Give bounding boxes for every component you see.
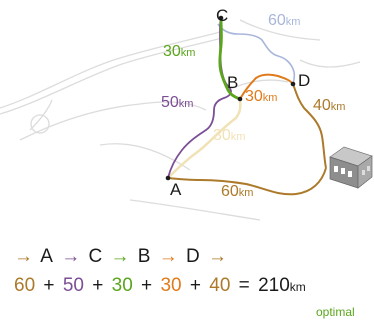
node-d-dot bbox=[290, 81, 296, 87]
node-b-dot bbox=[237, 96, 243, 102]
edge-d-depot-value: 40 bbox=[313, 97, 331, 114]
sum-plus-4: + bbox=[189, 275, 201, 296]
edge-a-b-unit: km bbox=[230, 131, 246, 143]
edge-a-c-unit: km bbox=[178, 98, 194, 110]
route-stop-4: D bbox=[186, 246, 200, 267]
sum-total: 210 bbox=[258, 275, 290, 296]
edge-c-b-value: 30 bbox=[163, 43, 181, 60]
edge-a-c-value: 50 bbox=[161, 94, 179, 111]
sum-term-3: 30 bbox=[111, 275, 133, 296]
route-arrow-start: → bbox=[14, 246, 33, 267]
edge-d-depot-label: 40km bbox=[313, 98, 345, 114]
sum-plus-1: + bbox=[43, 275, 55, 296]
path-b-d-30km bbox=[239, 73, 294, 100]
path-d-depot-40km bbox=[292, 83, 327, 169]
sum-term-2: 50 bbox=[62, 275, 84, 296]
route-arrow-2: → bbox=[110, 246, 130, 267]
path-depot-a-60km bbox=[167, 167, 327, 196]
edge-b-d-label: 30km bbox=[245, 89, 277, 105]
route-arrow-3: → bbox=[158, 246, 178, 267]
sum-total-unit: km bbox=[289, 280, 306, 294]
node-d-label: D bbox=[298, 71, 311, 90]
edge-a-c-label: 50km bbox=[161, 95, 193, 111]
route-arrow-end: → bbox=[208, 246, 228, 267]
edge-d-depot-unit: km bbox=[330, 101, 346, 113]
path-a-b-30km bbox=[167, 98, 242, 179]
path-c-b-30km bbox=[218, 17, 241, 101]
optimal-caption: optimal bbox=[316, 305, 355, 319]
sum-term-1: 60 bbox=[14, 275, 36, 296]
edge-c-d-unit: km bbox=[285, 16, 301, 28]
node-a-label: A bbox=[170, 180, 182, 199]
edge-depot-a-unit: km bbox=[238, 187, 254, 199]
node-a-dot bbox=[165, 175, 171, 181]
distance-sum: 60 + 50 + 30 + 30 + 40 = 210km bbox=[14, 276, 306, 295]
warehouse-icon bbox=[329, 146, 373, 189]
edge-depot-a-label: 60km bbox=[221, 184, 253, 200]
path-c-d-60km bbox=[217, 23, 296, 85]
node-c-dot bbox=[218, 15, 224, 21]
edge-c-d-value: 60 bbox=[268, 12, 286, 29]
route-stop-3: B bbox=[137, 246, 151, 267]
node-c-label: C bbox=[216, 6, 229, 25]
node-b-label: B bbox=[227, 73, 239, 92]
sum-plus-2: + bbox=[92, 275, 104, 296]
route-stop-2: C bbox=[88, 246, 103, 267]
edge-c-b-label: 30km bbox=[163, 44, 195, 60]
edge-a-b-value: 30 bbox=[213, 127, 231, 144]
sum-plus-3: + bbox=[141, 275, 153, 296]
edge-c-d-label: 60km bbox=[268, 13, 300, 29]
sum-term-5: 40 bbox=[209, 275, 231, 296]
route-arrow-1: → bbox=[61, 246, 81, 267]
edge-b-d-value: 30 bbox=[245, 88, 263, 105]
edge-a-b-label: 30km bbox=[213, 128, 245, 144]
edge-b-d-unit: km bbox=[262, 92, 278, 104]
route-sequence: → A → C → B → D → bbox=[14, 247, 230, 266]
edge-c-b-unit: km bbox=[180, 47, 196, 59]
edge-depot-a-value: 60 bbox=[221, 183, 239, 200]
sum-term-4: 30 bbox=[160, 275, 182, 296]
sum-equals: = bbox=[238, 275, 250, 296]
route-stop-1: A bbox=[40, 246, 53, 267]
